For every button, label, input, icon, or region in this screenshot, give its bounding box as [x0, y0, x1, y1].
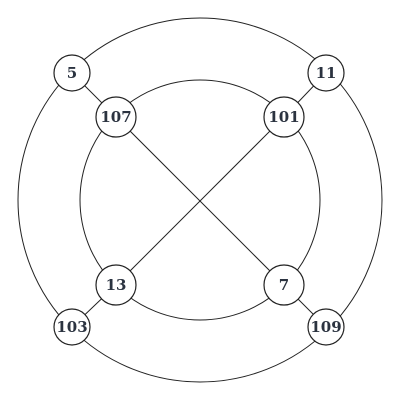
- node-7: 7: [263, 264, 305, 306]
- node-103: 103: [53, 308, 91, 346]
- node-107-circle: [95, 96, 137, 138]
- node-101-circle: [263, 96, 305, 138]
- node-103-circle: [53, 308, 91, 346]
- node-11-label: 11: [316, 64, 337, 82]
- edge-101-13: [115, 116, 285, 286]
- node-11: 11: [307, 54, 345, 92]
- node-101-label: 101: [268, 108, 299, 126]
- outer-ring: [17, 17, 383, 383]
- node-109-label: 109: [310, 318, 341, 336]
- node-13-circle: [95, 264, 137, 306]
- node-11-circle: [307, 54, 345, 92]
- node-5-label: 5: [67, 64, 77, 82]
- node-101: 101: [263, 96, 305, 138]
- node-107: 107: [95, 96, 137, 138]
- node-5: 5: [53, 54, 91, 92]
- node-5-circle: [53, 54, 91, 92]
- node-109-circle: [307, 308, 345, 346]
- node-103-label: 103: [56, 318, 87, 336]
- node-13: 13: [95, 264, 137, 306]
- node-13-label: 13: [106, 276, 127, 294]
- node-107-label: 107: [100, 108, 131, 126]
- inner-ring: [79, 79, 321, 321]
- node-7-circle: [263, 264, 305, 306]
- node-109: 109: [307, 308, 345, 346]
- node-7-label: 7: [279, 276, 289, 294]
